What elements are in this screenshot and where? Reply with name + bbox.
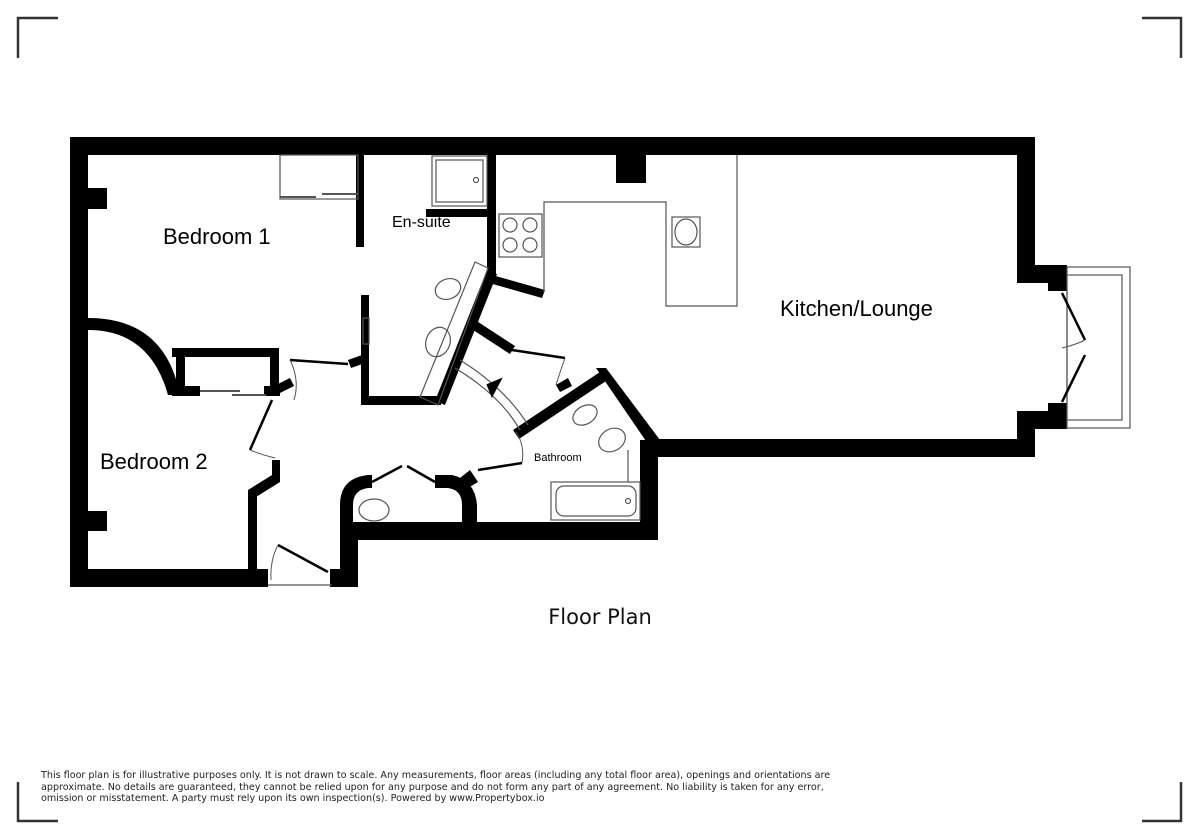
room-label-bedroom-2: Bedroom 2	[100, 449, 208, 474]
door-swings	[249, 339, 1086, 581]
room-label-bedroom-1: Bedroom 1	[163, 224, 271, 249]
fixtures	[200, 154, 1131, 586]
room-label-en-suite: En-suite	[392, 214, 451, 231]
room-label-kitchen-lounge: Kitchen/Lounge	[780, 296, 933, 321]
room-label-bathroom: Bathroom	[534, 452, 582, 464]
doors	[248, 292, 1087, 574]
disclaimer-text: This floor plan is for illustrative purp…	[41, 770, 831, 804]
plan-title: Floor Plan	[548, 605, 652, 629]
walls	[70, 137, 1067, 587]
crop-marks	[16, 16, 1183, 823]
